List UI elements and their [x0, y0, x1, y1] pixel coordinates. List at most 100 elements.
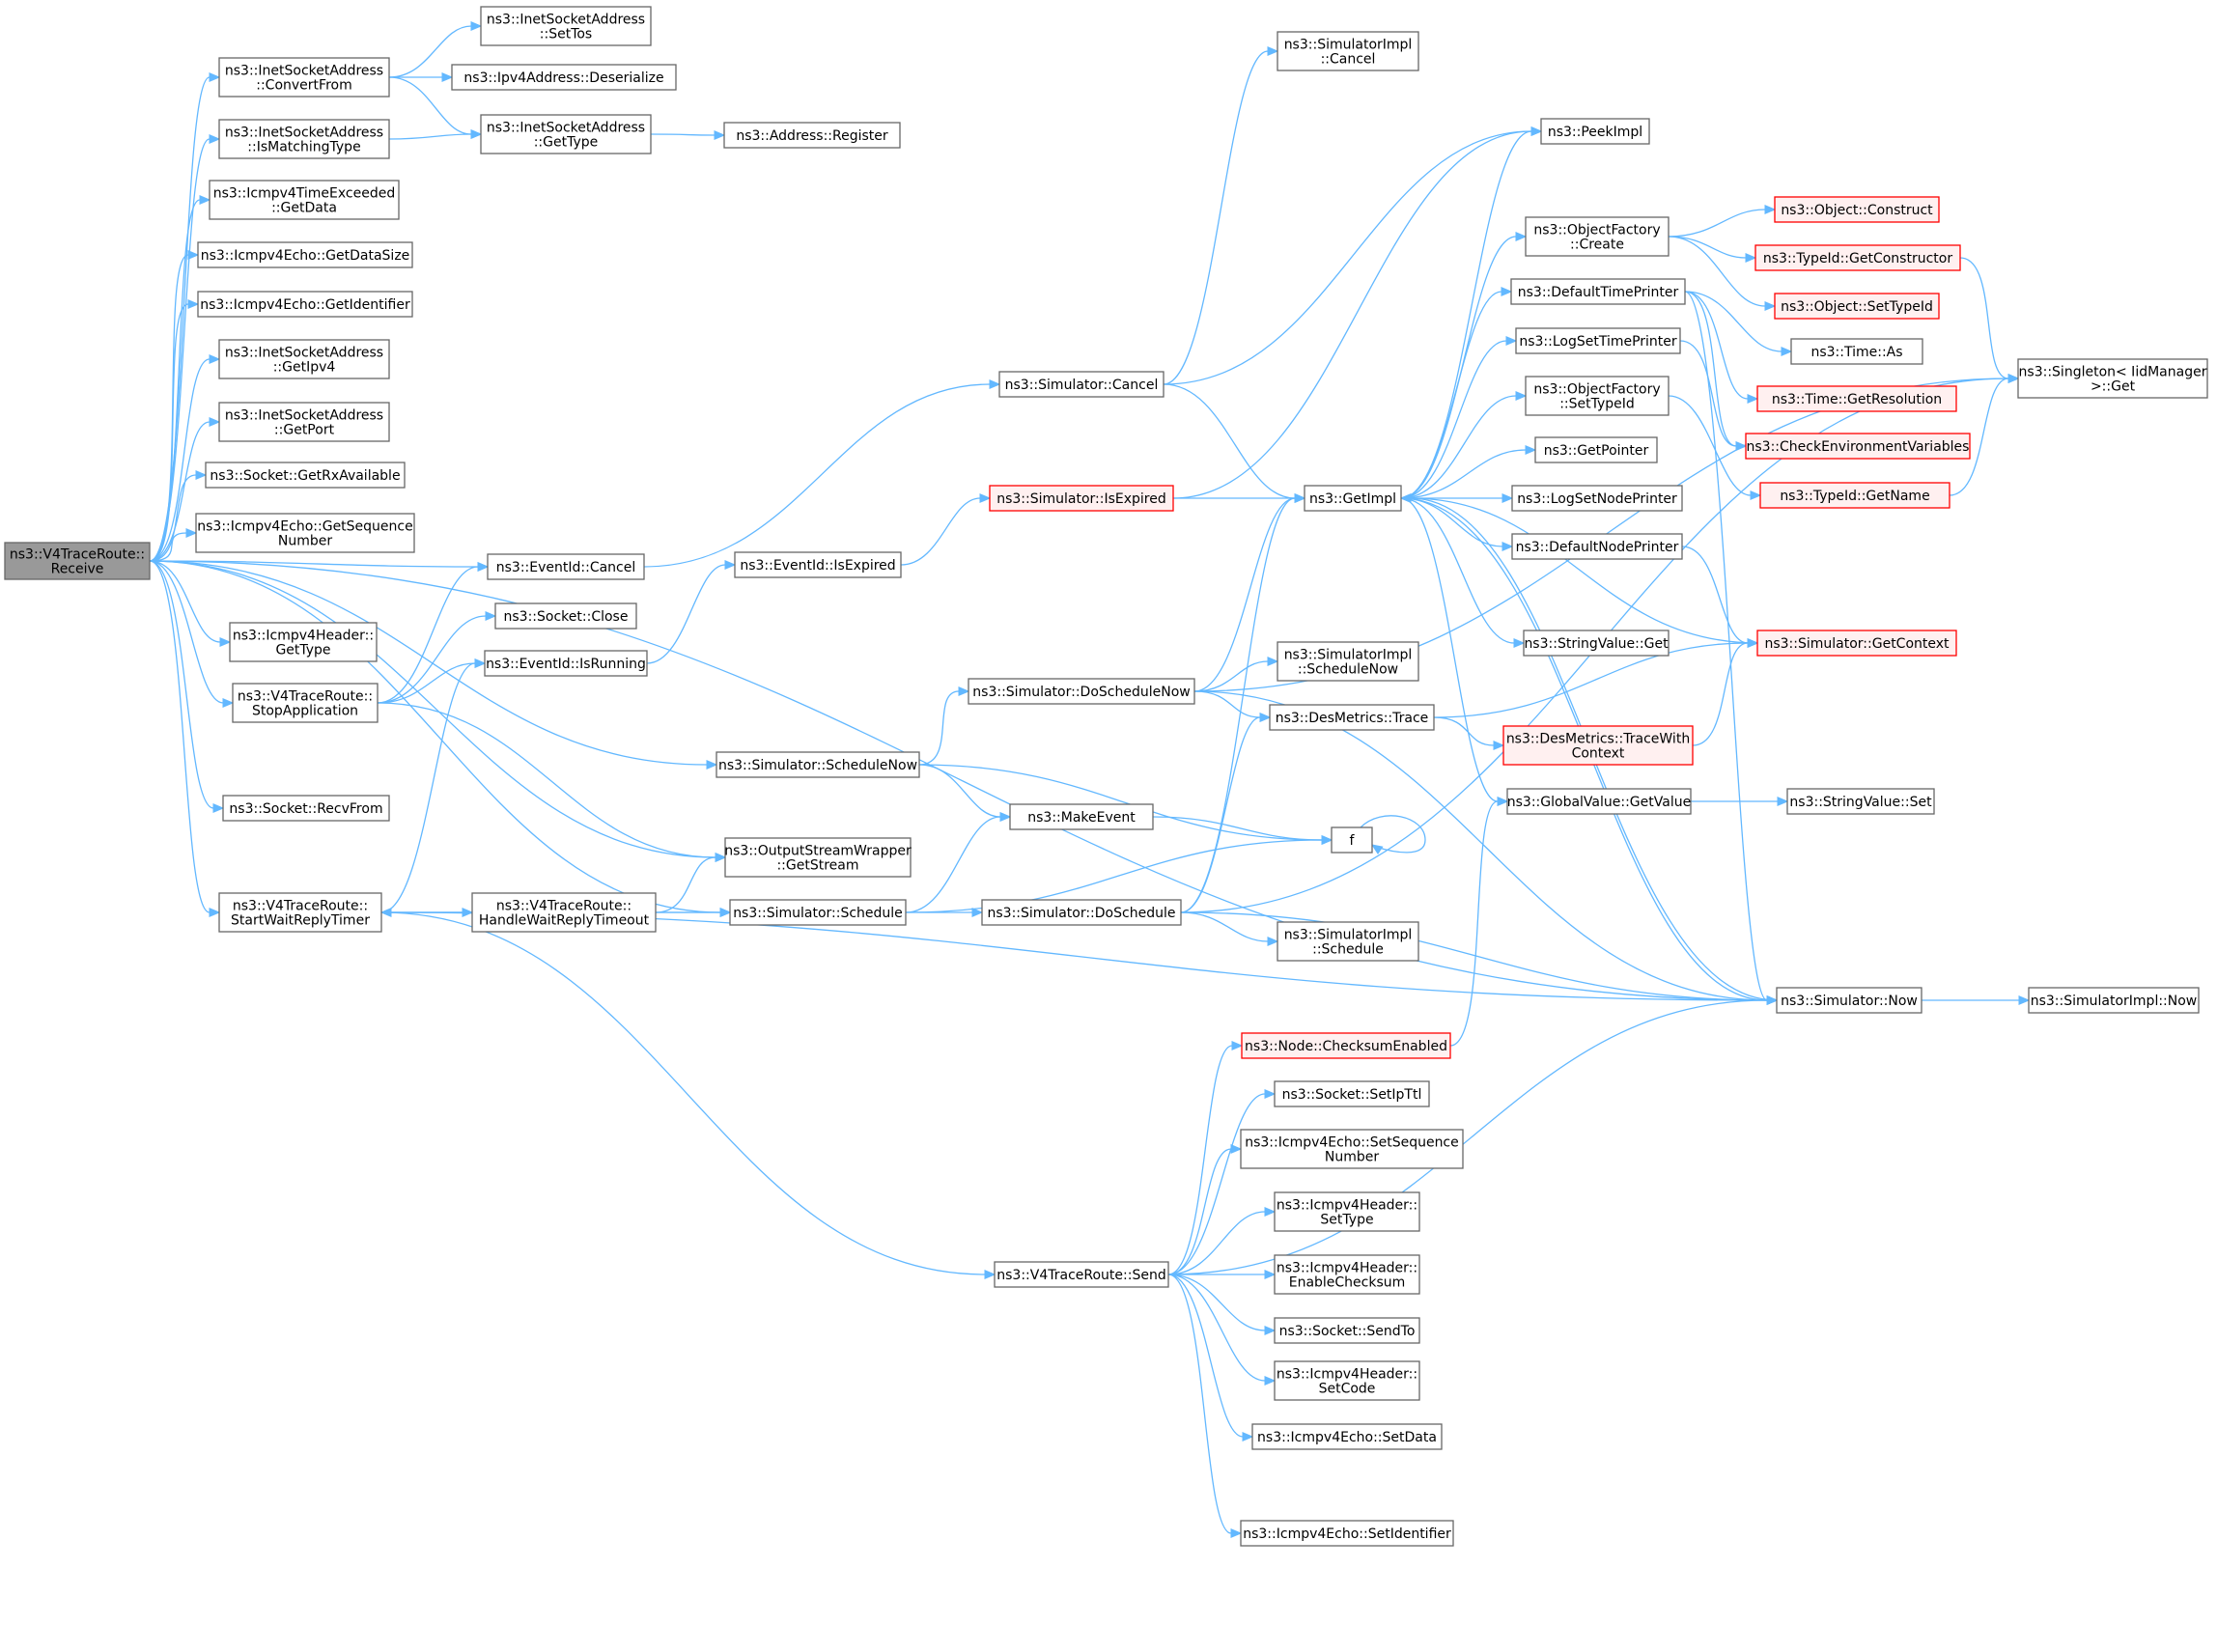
node-defNodePrinter[interactable]: ns3::DefaultNodePrinter — [1511, 533, 1683, 560]
node-globalValueGetValue[interactable]: ns3::GlobalValue::GetValue — [1506, 788, 1692, 815]
edge-getImpl-to-globalValueGetValue — [1400, 497, 1509, 806]
node-makeEvent[interactable]: ns3::MakeEvent — [1009, 803, 1154, 830]
node-box — [197, 291, 413, 318]
edge-arrowhead — [1370, 844, 1384, 854]
node-getPointer[interactable]: ns3::GetPointer — [1534, 436, 1658, 463]
node-box — [1277, 31, 1419, 71]
node-desTrace[interactable]: ns3::DesMetrics::Trace — [1269, 704, 1435, 731]
edge-line — [1679, 340, 1737, 447]
edge-v4HandleWait-to-simSchedule — [655, 908, 732, 917]
node-f[interactable]: f — [1331, 826, 1373, 854]
node-simImplCancel[interactable]: ns3::SimulatorImpl::Cancel — [1277, 31, 1419, 71]
node-isaGetPort[interactable]: ns3::InetSocketAddress::GetPort — [218, 402, 390, 442]
node-icmpHdrEnableChk[interactable]: ns3::Icmpv4Header::EnableChecksum — [1274, 1254, 1420, 1295]
node-label: ns3::Socket::GetRxAvailable — [210, 468, 400, 484]
edge-line — [377, 615, 487, 704]
node-simGetContext[interactable]: ns3::Simulator::GetContext — [1756, 630, 1957, 657]
node-icmpHdrSetCode[interactable]: ns3::Icmpv4Header::SetCode — [1274, 1360, 1420, 1401]
node-getImpl[interactable]: ns3::GetImpl — [1304, 485, 1402, 512]
node-objFactSetTypeId[interactable]: ns3::ObjectFactory::SetTypeId — [1525, 376, 1670, 416]
node-eventIdIsRunning[interactable]: ns3::EventId::IsRunning — [484, 650, 648, 677]
node-sockGetRxAvailable[interactable]: ns3::Socket::GetRxAvailable — [205, 462, 406, 489]
node-box — [729, 899, 907, 926]
node-icmpHdrSetType[interactable]: ns3::Icmpv4Header::SetType — [1274, 1191, 1420, 1232]
node-eventIdCancel[interactable]: ns3::EventId::Cancel — [487, 553, 645, 580]
node-nodeChecksum[interactable]: ns3::Node::ChecksumEnabled — [1241, 1032, 1451, 1059]
edge-line — [1400, 449, 1527, 499]
node-echoSetIdentifier[interactable]: ns3::Icmpv4Echo::SetIdentifier — [1240, 1520, 1454, 1547]
node-box — [1540, 118, 1650, 145]
node-objConstruct[interactable]: ns3::Object::Construct — [1774, 196, 1940, 223]
node-label: f — [1350, 833, 1356, 849]
node-sockSendTo[interactable]: ns3::Socket::SendTo — [1274, 1317, 1420, 1344]
node-sockRecvFrom[interactable]: ns3::Socket::RecvFrom — [222, 795, 390, 822]
node-sockClose[interactable]: ns3::Socket::Close — [494, 602, 637, 630]
node-objSetTypeId[interactable]: ns3::Object::SetTypeId — [1774, 293, 1940, 320]
node-echoGetDataSize[interactable]: ns3::Icmpv4Echo::GetDataSize — [197, 241, 413, 268]
edge-arrowhead — [1264, 1207, 1277, 1217]
node-echoGetIdentifier[interactable]: ns3::Icmpv4Echo::GetIdentifier — [197, 291, 413, 318]
edge-arrowhead — [989, 379, 1001, 389]
node-logSetNodePrinter[interactable]: ns3::LogSetNodePrinter — [1511, 485, 1683, 512]
node-isaGetType[interactable]: ns3::InetSocketAddress::GetType — [480, 114, 652, 154]
node-echoSetData[interactable]: ns3::Icmpv4Echo::SetData — [1251, 1423, 1443, 1450]
node-simDoSchedule[interactable]: ns3::Simulator::DoSchedule — [981, 899, 1182, 926]
node-box — [1274, 1360, 1420, 1401]
node-timeAs[interactable]: ns3::Time::As — [1790, 338, 1923, 365]
edge-simSchedule-to-makeEvent — [905, 812, 1012, 913]
node-simImplScheduleNow[interactable]: ns3::SimulatorImpl::ScheduleNow — [1277, 641, 1419, 682]
node-box — [218, 339, 390, 379]
edge-defTimePrinter-to-checkEnvVars — [1684, 291, 1748, 451]
node-icmpHdrGetType[interactable]: ns3::Icmpv4Header::GetType — [229, 622, 378, 662]
node-typeIdGetConstructor[interactable]: ns3::TypeId::GetConstructor — [1754, 244, 1961, 271]
node-v4Send[interactable]: ns3::V4TraceRoute::Send — [994, 1261, 1169, 1288]
node-label: ::ConvertFrom — [256, 78, 351, 94]
node-v4HandleWait[interactable]: ns3::V4TraceRoute::HandleWaitReplyTimeou… — [471, 892, 657, 933]
node-sockSetIpTtl[interactable]: ns3::Socket::SetIpTtl — [1274, 1080, 1430, 1107]
node-osGetStream[interactable]: ns3::OutputStreamWrapper::GetStream — [724, 837, 912, 878]
node-defTimePrinter[interactable]: ns3::DefaultTimePrinter — [1510, 278, 1686, 305]
node-simDoScheduleNow[interactable]: ns3::Simulator::DoScheduleNow — [968, 678, 1195, 705]
node-icmpTEGetData[interactable]: ns3::Icmpv4TimeExceeded::GetData — [209, 180, 400, 220]
node-ipv4Deserialize[interactable]: ns3::Ipv4Address::Deserialize — [451, 64, 677, 91]
edge-line — [149, 560, 221, 643]
node-label: ns3::Simulator::GetContext — [1764, 636, 1950, 652]
node-strValueGet[interactable]: ns3::StringValue::Get — [1523, 630, 1670, 657]
node-eventIdIsExpired[interactable]: ns3::EventId::IsExpired — [734, 551, 902, 578]
edge-line — [1949, 378, 2009, 496]
node-simSchedule[interactable]: ns3::Simulator::Schedule — [729, 899, 907, 926]
node-simImplSchedule[interactable]: ns3::SimulatorImpl::Schedule — [1277, 921, 1419, 962]
node-strValueSet[interactable]: ns3::StringValue::Set — [1786, 788, 1935, 815]
node-simCancel[interactable]: ns3::Simulator::Cancel — [998, 371, 1165, 398]
node-peekImpl[interactable]: ns3::PeekImpl — [1540, 118, 1650, 145]
node-v4StartWait[interactable]: ns3::V4TraceRoute::StartWaitReplyTimer — [218, 892, 382, 933]
node-checkEnvVars[interactable]: ns3::CheckEnvironmentVariables — [1745, 433, 1971, 460]
node-label: ns3::Ipv4Address::Deserialize — [463, 70, 663, 86]
node-isaIsMatchingType[interactable]: ns3::InetSocketAddress::IsMatchingType — [218, 119, 390, 159]
node-box — [1759, 482, 1950, 509]
node-timeGetResolution[interactable]: ns3::Time::GetResolution — [1756, 385, 1957, 412]
node-label: ::GetPort — [274, 423, 335, 438]
node-simImplNow[interactable]: ns3::SimulatorImpl::Now — [2028, 987, 2200, 1014]
edge-line — [905, 816, 1001, 913]
node-objFactCreate[interactable]: ns3::ObjectFactory::Create — [1525, 216, 1670, 257]
node-v4StopApp[interactable]: ns3::V4TraceRoute::StopApplication — [232, 683, 379, 723]
node-simScheduleNow[interactable]: ns3::Simulator::ScheduleNow — [716, 751, 920, 778]
node-logSetTimePrinter[interactable]: ns3::LogSetTimePrinter — [1515, 327, 1681, 354]
node-label: ns3::Icmpv4Echo::SetData — [1257, 1430, 1437, 1445]
node-addressRegister[interactable]: ns3::Address::Register — [723, 122, 901, 149]
edge-arrowhead — [1515, 391, 1528, 401]
node-typeIdGetName[interactable]: ns3::TypeId::GetName — [1759, 482, 1950, 509]
node-isaGetIpv4[interactable]: ns3::InetSocketAddress::GetIpv4 — [218, 339, 390, 379]
node-box — [1756, 630, 1957, 657]
node-singletonGet[interactable]: ns3::Singleton< IidManager>::Get — [2017, 358, 2208, 399]
edge-line — [380, 911, 986, 1275]
node-isaSetTos[interactable]: ns3::InetSocketAddress::SetTos — [480, 6, 652, 46]
node-simNow[interactable]: ns3::Simulator::Now — [1776, 987, 1922, 1014]
node-isaConvertFrom[interactable]: ns3::InetSocketAddress::ConvertFrom — [218, 57, 390, 98]
node-simIsExpired[interactable]: ns3::Simulator::IsExpired — [989, 485, 1174, 512]
node-root[interactable]: ns3::V4TraceRoute::Receive — [4, 542, 151, 580]
